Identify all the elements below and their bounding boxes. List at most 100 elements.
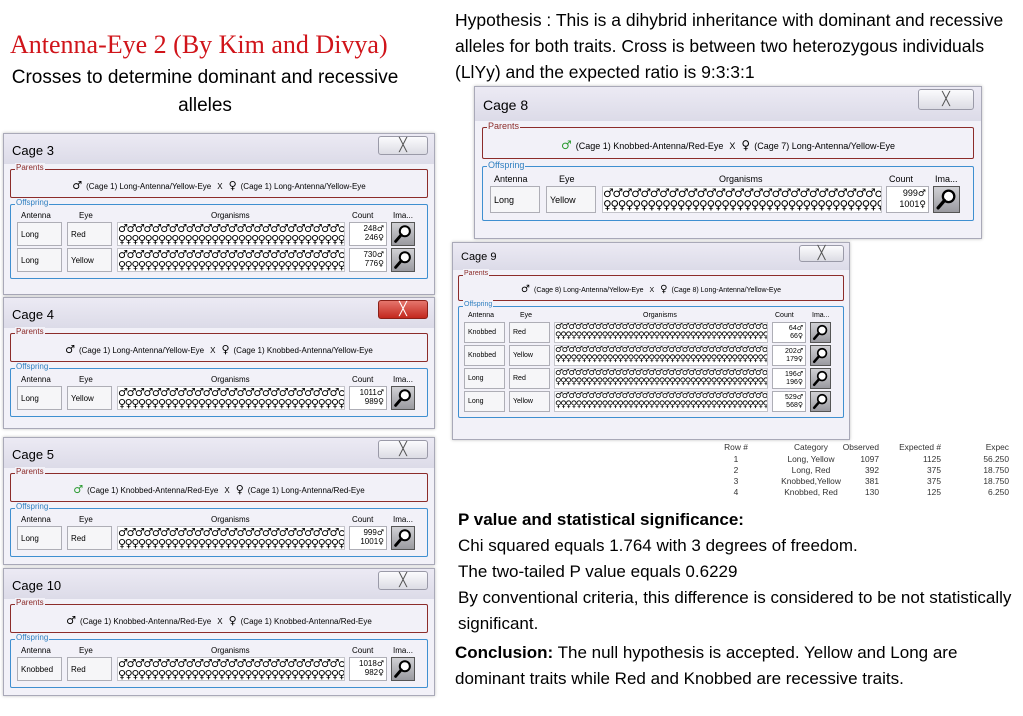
organisms-grid: ♂♂♂♂♂♂♂♂♂♂♂♂♂♂♂♂♂♂♂♂♂♂♂♂♂♂♂♂♂♂♂♂♂♂♂♂♂♂♂♂…: [554, 322, 768, 343]
cage-title: Cage 8: [483, 97, 529, 113]
male-parent: (Cage 1) Knobbed-Antenna/Red-Eye: [87, 486, 219, 495]
title-bar[interactable]: Cage 3╳: [4, 134, 434, 164]
cage-title: Cage 5: [12, 447, 54, 462]
female-organism-icons: ♀♀♀♀♀♀♀♀♀♀♀♀♀♀♀♀♀♀♀♀♀♀♀♀♀♀♀♀♀♀♀♀♀♀♀♀♀: [118, 233, 345, 246]
close-button[interactable]: ╳: [799, 245, 844, 262]
male-organism-icons: ♂♂♂♂♂♂♂♂♂♂♂♂♂♂♂♂♂♂♂♂♂♂♂♂♂♂♂♂♂♂♂♂♂♂♂♂♂: [118, 222, 345, 235]
title-bar[interactable]: Cage 5 ╳: [4, 438, 434, 468]
parents-legend: Parents: [15, 598, 45, 608]
antenna-cell: Long: [17, 526, 62, 550]
cage-body: Parents♂(Cage 1) Long-Antenna/Yellow-Eye…: [4, 163, 434, 294]
eye-header: Eye: [520, 312, 533, 319]
female-organism-icons: ♀♀♀♀♀♀♀♀♀♀♀♀♀♀♀♀♀♀♀♀♀♀♀♀♀♀♀♀♀♀♀♀♀♀♀♀♀♀♀♀…: [555, 377, 768, 387]
female-count: 246♀: [350, 233, 384, 243]
eye-cell: Red: [67, 657, 112, 681]
conclusion-body: The null hypothesis is accepted. Yellow …: [455, 643, 958, 688]
table-cell: 1125: [922, 454, 941, 464]
title-bar[interactable]: Cage 10╳: [4, 569, 434, 599]
count-header: Count: [352, 515, 374, 524]
male-count-value: 1011: [359, 388, 377, 398]
title-bar[interactable]: Cage 9 ╳: [453, 243, 849, 270]
count-cell: 196♂196♀: [772, 368, 806, 389]
table-cell: 56.250: [983, 454, 1009, 464]
organisms-header: Organisms: [211, 515, 250, 524]
organisms-header: Organisms: [211, 375, 250, 384]
organisms-grid: ♂♂♂♂♂♂♂♂♂♂♂♂♂♂♂♂♂♂♂♂♂♂♂♂♂♂♂♂♂♂♂♂♂♂♂♂♂♀♀♀…: [117, 657, 345, 681]
male-count: 196♂: [773, 370, 803, 379]
table-cell: Knobbed, Red: [784, 487, 838, 497]
female-count-value: 568: [786, 401, 798, 409]
cage-title: Cage 9: [461, 251, 497, 263]
image-header: Ima...: [393, 211, 414, 220]
parents-group: Parents♂(Cage 8) Long-Antenna/Yellow-Eye…: [458, 269, 844, 301]
parents-legend: Parents: [15, 467, 45, 477]
eye-cell: Red: [67, 526, 112, 550]
conclusion-text: Conclusion: The null hypothesis is accep…: [455, 640, 1023, 692]
male-count-value: 64: [788, 324, 797, 332]
count-header: Count: [352, 375, 374, 384]
magnify-button[interactable]: [810, 345, 831, 366]
female-icon: ♀: [797, 400, 803, 409]
eye-cell: Yellow: [509, 345, 550, 366]
antenna-cell: Knobbed: [464, 345, 505, 366]
female-organism-icons: ♀♀♀♀♀♀♀♀♀♀♀♀♀♀♀♀♀♀♀♀♀♀♀♀♀♀♀♀♀♀♀♀♀♀♀♀♀♀♀♀…: [603, 198, 881, 212]
female-count: 776♀: [350, 259, 384, 269]
antenna-header: Antenna: [21, 646, 51, 655]
offspring-legend: Offspring: [15, 198, 50, 208]
magnify-button[interactable]: [391, 222, 415, 246]
female-icon: ♀: [919, 199, 926, 210]
image-header: Ima...: [812, 312, 830, 319]
magnify-button[interactable]: [391, 526, 415, 550]
eye-header: Eye: [79, 515, 93, 524]
male-count: 529♂: [773, 393, 803, 402]
close-button[interactable]: ╳: [378, 136, 428, 155]
antenna-header: Antenna: [21, 211, 51, 220]
male-icon: ♂: [561, 138, 572, 152]
table-header-cell: Expected #: [899, 442, 941, 452]
male-count-value: 196: [785, 370, 797, 378]
close-button[interactable]: ╳: [918, 89, 974, 110]
male-parent: (Cage 1) Long-Antenna/Yellow-Eye: [86, 182, 212, 191]
male-icon: ♂: [376, 528, 384, 538]
cage-body: Parents♂(Cage 1) Long-Antenna/Yellow-Eye…: [4, 327, 434, 428]
magnify-button[interactable]: [391, 386, 415, 410]
eye-cell: Red: [509, 368, 550, 389]
close-button[interactable]: ╳: [378, 571, 428, 590]
antenna-header: Antenna: [494, 174, 528, 184]
female-organism-icons: ♀♀♀♀♀♀♀♀♀♀♀♀♀♀♀♀♀♀♀♀♀♀♀♀♀♀♀♀♀♀♀♀♀♀♀♀♀♀♀♀…: [555, 354, 768, 364]
table-cell: Long, Red: [791, 465, 831, 475]
cage-window: Cage 8╳Parents♂(Cage 1) Knobbed-Antenna/…: [474, 86, 982, 239]
male-icon: ♂: [376, 659, 384, 669]
male-organism-icons: ♂♂♂♂♂♂♂♂♂♂♂♂♂♂♂♂♂♂♂♂♂♂♂♂♂♂♂♂♂♂♂♂♂♂♂♂♂: [118, 526, 345, 539]
title-bar[interactable]: Cage 4╳: [4, 298, 434, 328]
magnify-button[interactable]: [810, 368, 831, 389]
magnify-button[interactable]: [391, 248, 415, 272]
male-parent: (Cage 1) Knobbed-Antenna/Red-Eye: [80, 617, 212, 626]
table-cell: 6.250: [988, 487, 1009, 497]
female-count: 1001♀: [887, 199, 926, 211]
male-count-value: 529: [785, 393, 797, 401]
pvalue-line: By conventional criteria, this differenc…: [458, 588, 1012, 633]
magnify-button[interactable]: [933, 186, 960, 213]
female-count: 1001♀: [350, 537, 384, 547]
offspring-legend: Offspring: [15, 362, 50, 372]
magnifier-icon: [394, 660, 411, 678]
magnify-button[interactable]: [810, 322, 831, 343]
organisms-grid: ♂♂♂♂♂♂♂♂♂♂♂♂♂♂♂♂♂♂♂♂♂♂♂♂♂♂♂♂♂♂♂♂♂♂♂♂♂♂♂♂…: [554, 368, 768, 389]
antenna-cell: Long: [17, 248, 62, 272]
title-bar[interactable]: Cage 8 ╳: [475, 87, 981, 121]
magnify-button[interactable]: [810, 391, 831, 412]
magnifier-icon: [394, 529, 411, 547]
table-cell: 381: [865, 476, 879, 486]
male-icon: ♂: [917, 188, 926, 199]
organisms-header: Organisms: [211, 211, 250, 220]
eye-cell: Yellow: [546, 186, 596, 213]
close-button[interactable]: ╳: [378, 440, 428, 459]
female-icon: ♀: [660, 284, 668, 295]
close-button[interactable]: ╳: [378, 300, 428, 319]
offspring-legend: Offspring: [15, 502, 50, 512]
magnify-button[interactable]: [391, 657, 415, 681]
